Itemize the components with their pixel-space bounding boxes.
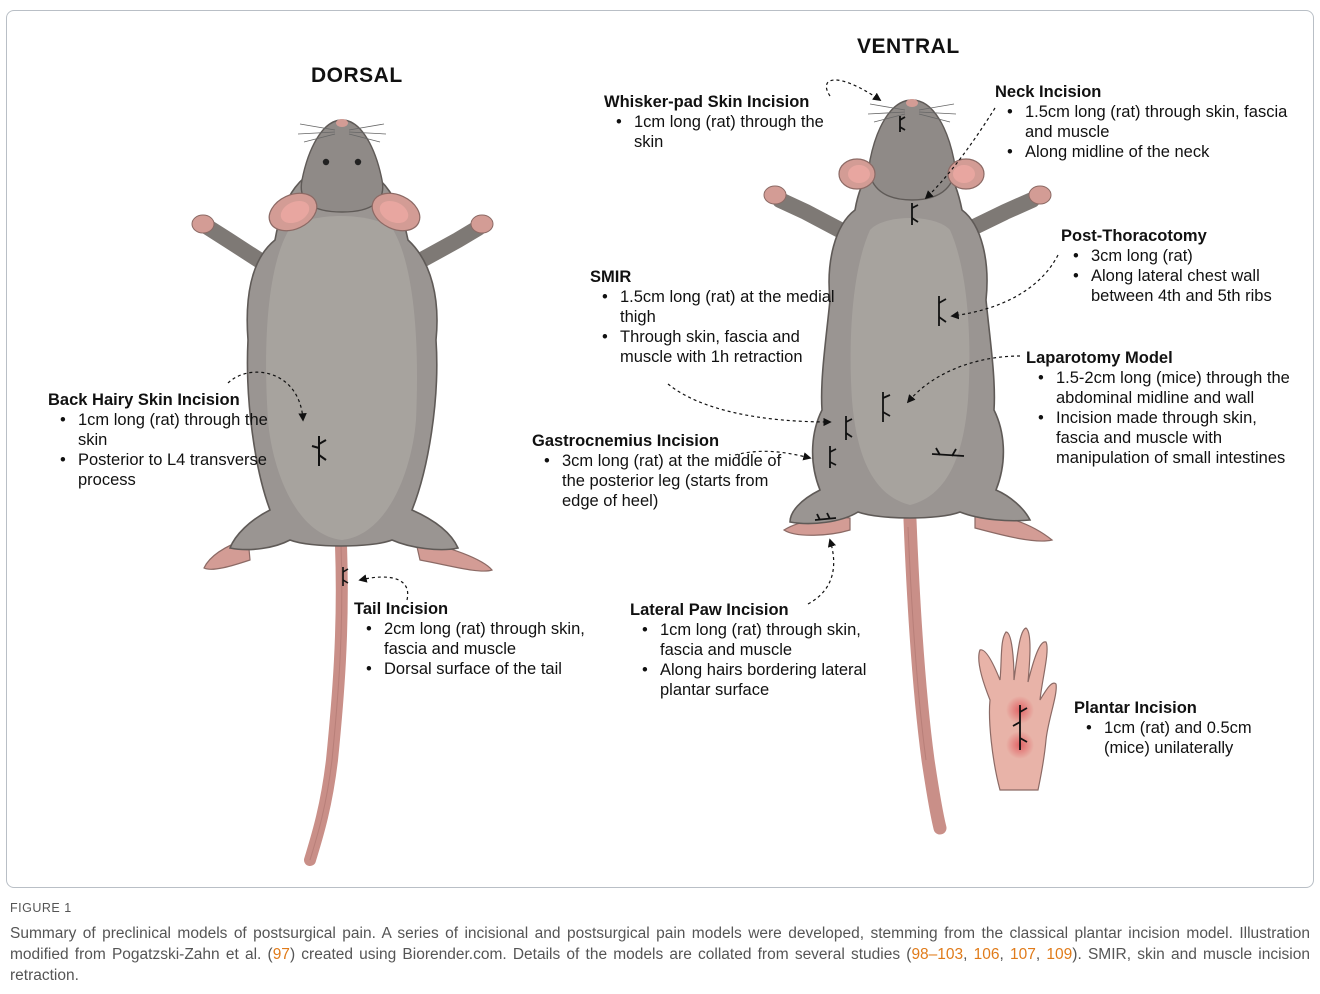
ventral-title: VENTRAL [857, 35, 960, 59]
gastrocnemius-label-title: Gastrocnemius Incision [532, 431, 792, 451]
neck-label: Neck Incision 1.5cm long (rat) through s… [995, 82, 1295, 162]
smir-label: SMIR 1.5cm long (rat) at the medial thig… [590, 267, 840, 367]
tail-label-item: 2cm long (rat) through skin, fascia and … [354, 619, 589, 659]
thoracotomy-label: Post-Thoracotomy 3cm long (rat) Along la… [1061, 226, 1311, 306]
dorsal-fore-arm-left [206, 226, 262, 262]
whisker-label-title: Whisker-pad Skin Incision [604, 92, 844, 112]
plantar-paw [979, 628, 1057, 790]
thoracotomy-label-item: Along lateral chest wall between 4th and… [1061, 266, 1311, 306]
caption-separator: , [1036, 946, 1047, 963]
figure-label: FIGURE 1 [10, 898, 1310, 919]
paw-label-item: 1cm long (rat) through skin, fascia and … [630, 620, 905, 660]
dorsal-title: DORSAL [311, 64, 403, 88]
ref-link-98-103[interactable]: 98–103 [911, 946, 963, 963]
caption-text-part: ) created using Biorender.com. Details o… [290, 946, 912, 963]
figure-caption: FIGURE 1 Summary of preclinical models o… [10, 898, 1310, 986]
paw-label-title: Lateral Paw Incision [630, 600, 905, 620]
ref-link-106[interactable]: 106 [974, 946, 1000, 963]
caption-separator: , [963, 946, 974, 963]
paw-label-item: Along hairs bordering lateral plantar su… [630, 660, 905, 700]
plantar-label-title: Plantar Incision [1074, 698, 1274, 718]
ventral-head [869, 100, 954, 200]
caption-separator: , [1000, 946, 1011, 963]
arrow-paw [808, 540, 834, 604]
caption-text: Summary of preclinical models of postsur… [10, 923, 1310, 986]
ventral-fore-arm-left [780, 200, 840, 230]
back-label-item: 1cm long (rat) through the skin [48, 410, 278, 450]
neck-label-title: Neck Incision [995, 82, 1295, 102]
tail-label-title: Tail Incision [354, 599, 589, 619]
ventral-ear-left [839, 159, 875, 189]
ref-link-109[interactable]: 109 [1046, 946, 1072, 963]
ref-link-97[interactable]: 97 [273, 946, 290, 963]
whisker-label-item: 1cm long (rat) through the skin [604, 112, 844, 152]
ventral-belly [851, 218, 970, 505]
smir-label-title: SMIR [590, 267, 840, 287]
thoracotomy-label-item: 3cm long (rat) [1061, 246, 1311, 266]
neck-label-item: 1.5cm long (rat) through skin, fascia an… [995, 102, 1295, 142]
laparotomy-label-title: Laparotomy Model [1026, 348, 1296, 368]
back-label-title: Back Hairy Skin Incision [48, 390, 278, 410]
gastrocnemius-label: Gastrocnemius Incision 3cm long (rat) at… [532, 431, 792, 511]
dorsal-fore-arm-right [418, 228, 478, 262]
laparotomy-label-item: 1.5-2cm long (mice) through the abdomina… [1026, 368, 1296, 408]
back-label: Back Hairy Skin Incision 1cm long (rat) … [48, 390, 278, 490]
smir-label-item: Through skin, fascia and muscle with 1h … [590, 327, 840, 367]
neck-label-item: Along midline of the neck [995, 142, 1295, 162]
tail-label: Tail Incision 2cm long (rat) through ski… [354, 599, 589, 679]
whisker-label: Whisker-pad Skin Incision 1cm long (rat)… [604, 92, 844, 152]
plantar-label-item: 1cm (rat) and 0.5cm (mice) unilaterally [1074, 718, 1274, 758]
arrow-smir [668, 384, 830, 422]
plantar-label: Plantar Incision 1cm (rat) and 0.5cm (mi… [1074, 698, 1274, 758]
tail-label-item: Dorsal surface of the tail [354, 659, 589, 679]
laparotomy-label: Laparotomy Model 1.5-2cm long (mice) thr… [1026, 348, 1296, 468]
arrow-tail [360, 577, 408, 600]
laparotomy-label-item: Incision made through skin, fascia and m… [1026, 408, 1296, 468]
smir-label-item: 1.5cm long (rat) at the medial thigh [590, 287, 840, 327]
ventral-tail [910, 520, 940, 828]
ref-link-107[interactable]: 107 [1010, 946, 1036, 963]
ventral-ear-right [948, 159, 984, 189]
ventral-fore-arm-right [968, 200, 1032, 230]
dorsal-back [266, 216, 417, 540]
gastrocnemius-label-item: 3cm long (rat) at the middle of the post… [532, 451, 792, 511]
paw-label: Lateral Paw Incision 1cm long (rat) thro… [630, 600, 905, 700]
thoracotomy-label-title: Post-Thoracotomy [1061, 226, 1311, 246]
back-label-item: Posterior to L4 transverse process [48, 450, 278, 490]
